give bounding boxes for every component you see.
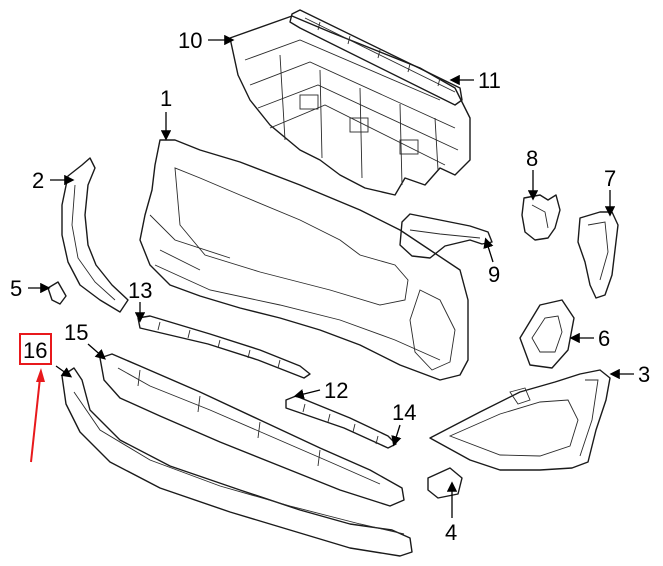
highlight-16 bbox=[19, 333, 52, 463]
highlight-arrow-head bbox=[36, 368, 45, 382]
highlight-arrow-shaft bbox=[30, 377, 41, 463]
callout-8: 8 bbox=[526, 146, 538, 171]
part-15-deflector bbox=[99, 353, 405, 507]
callout-16: 16 bbox=[23, 338, 47, 363]
part-11-upper-beam bbox=[289, 9, 463, 106]
leader-lines bbox=[28, 34, 634, 518]
part-1-bumper-cover bbox=[139, 139, 469, 381]
callout-12: 12 bbox=[324, 378, 348, 403]
part-3-corner bbox=[429, 369, 611, 471]
part-10-radiator-support bbox=[229, 15, 471, 196]
part-6-fog-bezel bbox=[519, 299, 575, 369]
callout-7: 7 bbox=[604, 166, 616, 191]
callout-3: 3 bbox=[638, 362, 650, 387]
callout-11: 11 bbox=[478, 68, 501, 93]
callout-1: 1 bbox=[160, 86, 172, 111]
callouts: 10 11 1 2 5 8 7 9 6 3 4 13 12 14 15 16 bbox=[10, 28, 650, 545]
part-8-bracket bbox=[521, 194, 561, 241]
callout-9: 9 bbox=[488, 262, 500, 287]
callout-4: 4 bbox=[445, 520, 457, 545]
callout-10: 10 bbox=[178, 28, 202, 53]
callout-14: 14 bbox=[392, 400, 416, 425]
callout-5: 5 bbox=[10, 276, 22, 301]
part-7-bracket bbox=[577, 211, 619, 299]
callout-13: 13 bbox=[128, 278, 152, 303]
callout-2: 2 bbox=[32, 168, 44, 193]
part-13-strip bbox=[137, 315, 311, 379]
part-16-valance bbox=[61, 367, 413, 557]
callout-6: 6 bbox=[598, 326, 610, 351]
part-9-bracket bbox=[399, 213, 493, 259]
part-4-insert bbox=[427, 467, 463, 499]
highlight-box bbox=[19, 333, 52, 365]
part-5-clip bbox=[47, 281, 67, 305]
callout-15: 15 bbox=[64, 320, 88, 345]
part-2-left-bracket bbox=[61, 157, 129, 313]
